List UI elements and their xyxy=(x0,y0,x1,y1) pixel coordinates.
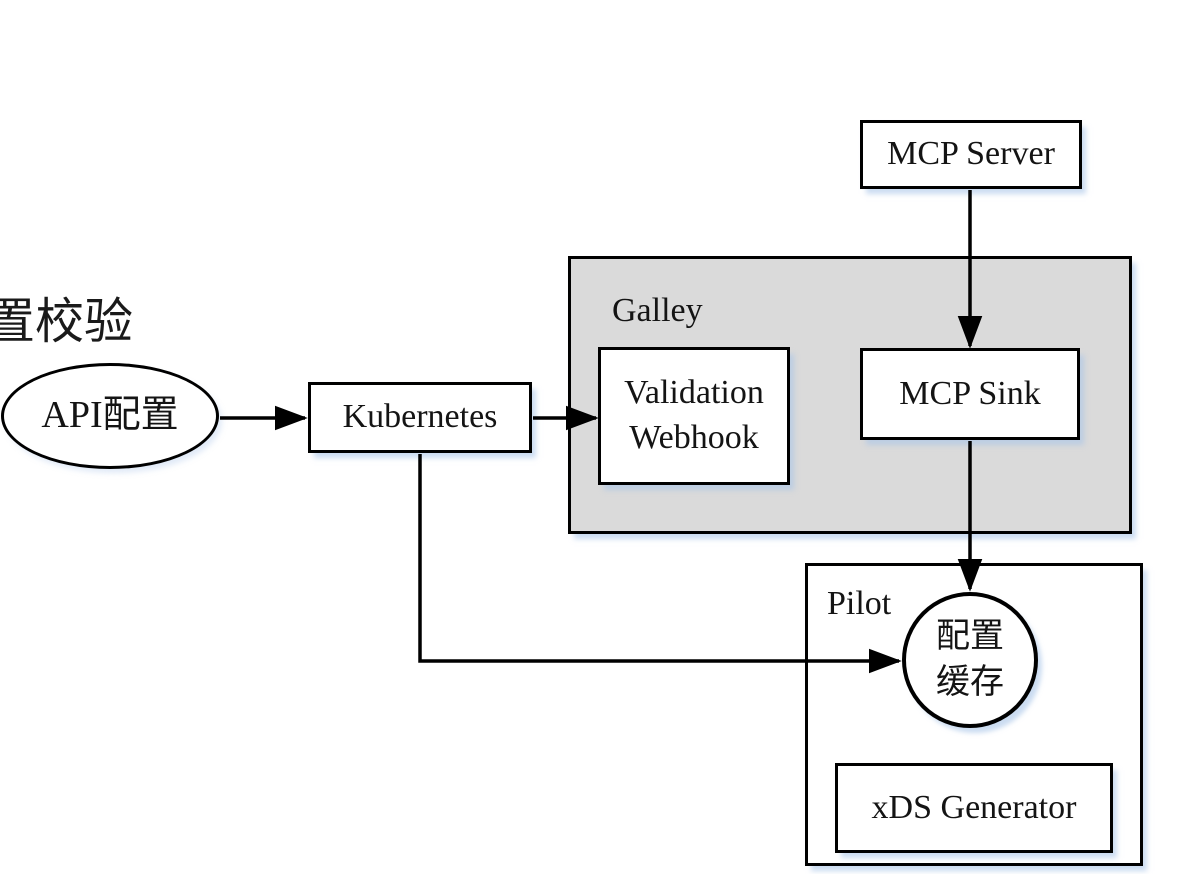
api-config-node: API配置 xyxy=(1,363,219,469)
validation-webhook-label-line1: Validation xyxy=(624,374,764,412)
validation-webhook-node: Validation Webhook xyxy=(598,347,790,485)
pilot-label: Pilot xyxy=(827,585,892,622)
mcp-sink-label: MCP Sink xyxy=(899,374,1041,412)
config-validation-annotation: 置校验 xyxy=(0,293,134,350)
api-config-label: API配置 xyxy=(41,394,179,437)
xds-generator-node: xDS Generator xyxy=(835,763,1113,853)
config-cache-label-line1: 配置 xyxy=(936,618,1004,656)
kubernetes-label: Kubernetes xyxy=(342,398,498,436)
validation-webhook-label-line2: Webhook xyxy=(629,419,759,456)
kubernetes-node: Kubernetes xyxy=(308,382,532,453)
config-cache-label-line2: 缓存 xyxy=(936,664,1004,701)
config-cache-node: 配置 缓存 xyxy=(902,592,1038,728)
mcp-server-label: MCP Server xyxy=(887,135,1055,173)
galley-label: Galley xyxy=(612,292,703,329)
mcp-server-node: MCP Server xyxy=(860,120,1082,189)
xds-generator-label: xDS Generator xyxy=(871,788,1077,826)
mcp-sink-node: MCP Sink xyxy=(860,348,1080,440)
